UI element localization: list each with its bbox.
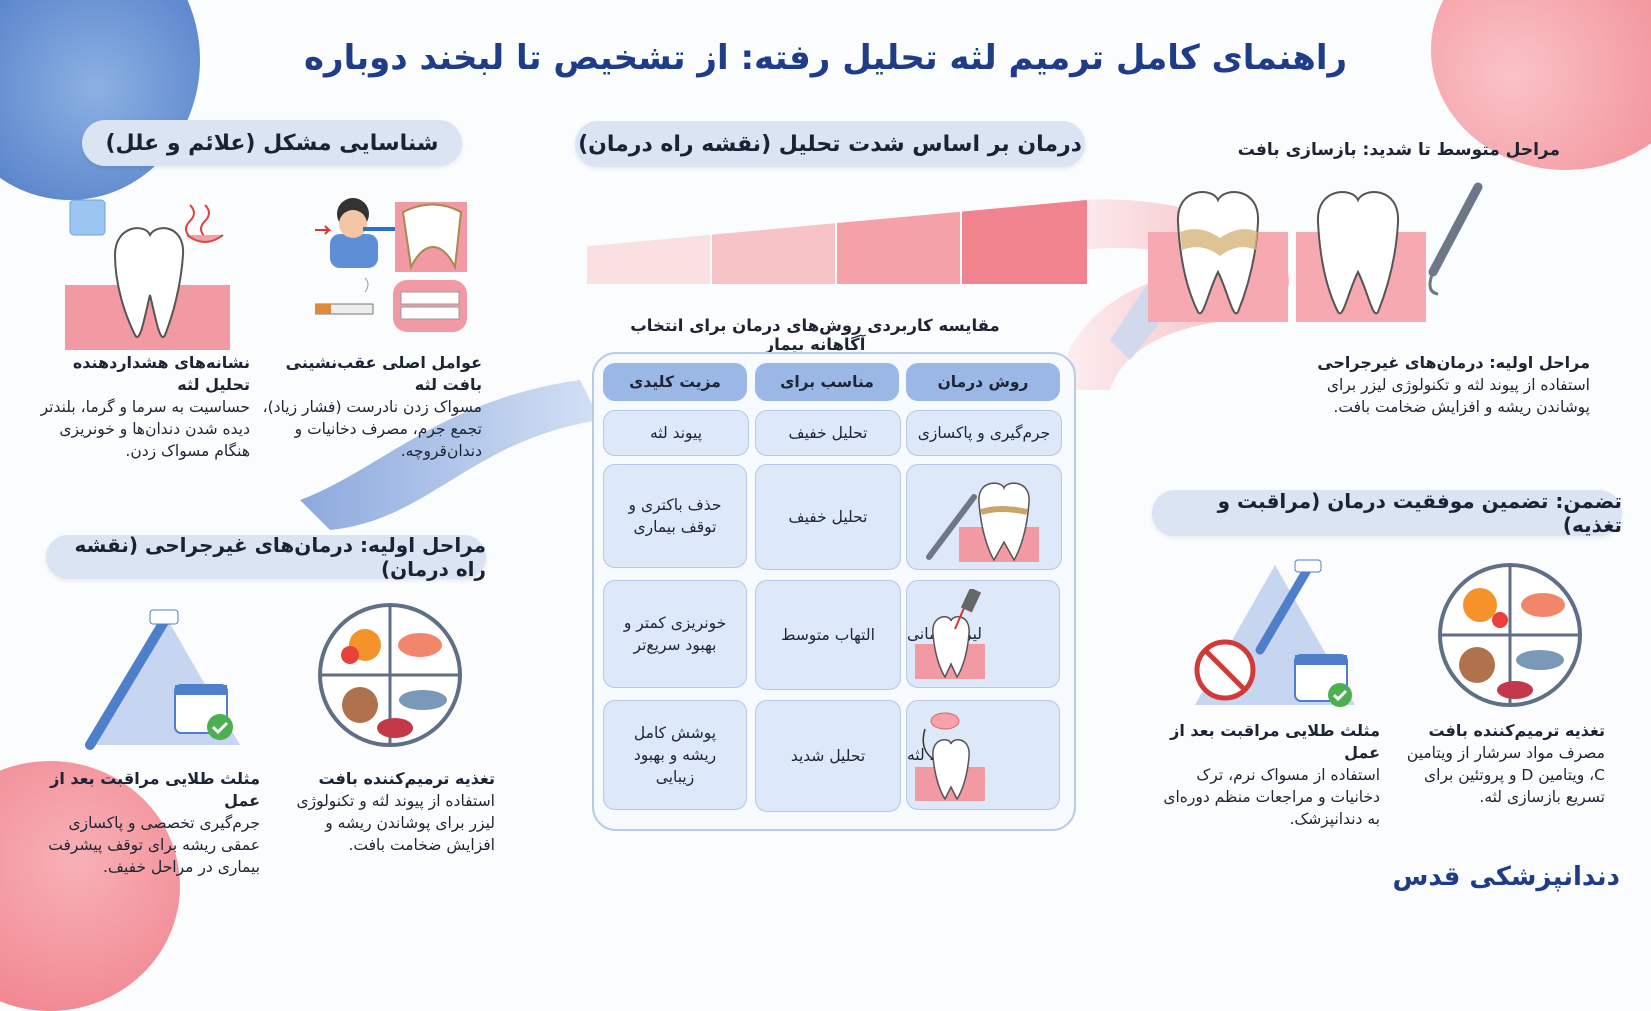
- table-cell-suited: تحلیل خفیف: [755, 410, 901, 456]
- care-triangle-icon: [85, 609, 240, 750]
- laser-tooth-icon: [915, 589, 985, 679]
- table-header-benefit: مزیت کلیدی: [603, 363, 747, 401]
- gum-recession-teeth-icon: [1148, 182, 1483, 322]
- bottom-right-triangle-text: استفاده از مسواک نرم، ترک دخانیات و مراج…: [1163, 766, 1380, 828]
- bottom-left-triangle-title: مثلث طلایی مراقبت بعد از عمل: [50, 769, 260, 810]
- bottom-left-nutrition-block: تغذیه ترمیم‌کننده بافت استفاده از پیوند …: [290, 768, 495, 856]
- nutrition-plate-icon: [1438, 563, 1582, 707]
- warning-signs-text: حساسیت به سرما و گرما، بلندتر دیده شدن د…: [40, 398, 250, 460]
- table-cell-suited: تحلیل شدید: [755, 700, 901, 812]
- table-caption: مقایسه کاربردی روش‌های درمان برای انتخاب…: [630, 316, 1000, 354]
- causes-block: عوامل اصلی عقب‌نشینی بافت لثه مسواک زدن …: [262, 352, 482, 462]
- warning-signs-title: نشانه‌های هشداردهنده تحلیل لثه: [72, 353, 250, 394]
- bottom-right-nutrition-title: تغذیه ترمیم‌کننده بافت: [1428, 721, 1605, 740]
- bottom-right-nutrition-text: مصرف مواد سرشار از ویتامین C، ویتامین D …: [1406, 744, 1605, 806]
- causes-illustration-icon: [315, 198, 467, 332]
- bottom-right-triangle-title: مثلث طلایی مراقبت بعد از عمل: [1170, 721, 1380, 762]
- bottom-right-nutrition-block: تغذیه ترمیم‌کننده بافت مصرف مواد سرشار ا…: [1405, 720, 1605, 808]
- moderate-stage-title: مراحل متوسط تا شدید: بازسازی بافت: [1237, 140, 1560, 160]
- table-cell-method: [906, 464, 1062, 570]
- scaler-tooth-icon: [926, 482, 1039, 562]
- table-header-suited: مناسب برای: [755, 363, 899, 401]
- table-cell-benefit: حذف باکتری و توقف بیماری: [603, 464, 747, 568]
- bottom-left-nutrition-title: تغذیه ترمیم‌کننده بافت: [318, 769, 495, 788]
- bottom-left-triangle-block: مثلث طلایی مراقبت بعد از عمل جرم‌گیری تخ…: [35, 768, 260, 878]
- bottom-right-triangle-block: مثلث طلایی مراقبت بعد از عمل استفاده از …: [1160, 720, 1380, 830]
- section-treatment-severity: درمان بر اساس شدت تحلیل (نقشه راه درمان): [575, 121, 1085, 167]
- causes-text: مسواک زدن نادرست (فشار زیاد)، تجمع جرم، …: [262, 398, 482, 460]
- table-cell-method: جرم‌گیری و پاکسازی: [906, 410, 1062, 456]
- table-cell-suited: تحلیل خفیف: [755, 464, 901, 570]
- causes-title: عوامل اصلی عقب‌نشینی بافت لثه: [285, 353, 482, 394]
- page-title: راهنمای کامل ترمیم لثه تحلیل رفته: از تش…: [303, 38, 1348, 78]
- sensitive-tooth-icon: [65, 199, 230, 350]
- table-cell-method: لیزر درمانی: [906, 580, 1060, 688]
- table-cell-benefit: خونریزی کمتر و بهبود سریع‌تر: [603, 580, 747, 688]
- care-triangle-no-smoking-icon: [1194, 559, 1355, 707]
- warning-signs-block: نشانه‌های هشداردهنده تحلیل لثه حساسیت به…: [35, 352, 250, 462]
- early-stage-title: مراحل اولیه: درمان‌های غیرجراحی: [1317, 353, 1590, 372]
- section-ensure-success: تضمن: تضمین موفقیت درمان (مراقبت و تغذیه…: [1152, 489, 1622, 537]
- bottom-left-triangle-text: جرم‌گیری تخصصی و پاکسازی عمقی ریشه برای …: [48, 814, 260, 876]
- table-cell-benefit: پیوند لثه: [603, 410, 749, 456]
- early-stage-text: استفاده از پیوند لثه و تکنولوژی لیزر برا…: [1326, 376, 1590, 416]
- nutrition-plate-icon: [318, 603, 462, 747]
- early-stage-block: مراحل اولیه: درمان‌های غیرجراحی استفاده …: [1290, 352, 1590, 418]
- section-early-nonsurgical: مراحل اولیه: درمان‌های غیرجراحی (نقشه را…: [46, 533, 486, 581]
- table-header-method: روش درمان: [906, 363, 1060, 401]
- bottom-left-nutrition-text: استفاده از پیوند لثه و تکنولوژی لیزر برا…: [296, 792, 495, 854]
- graft-tooth-icon: [915, 712, 985, 801]
- table-cell-suited: التهاب متوسط: [755, 580, 901, 690]
- table-cell-method: پیوند لثه: [906, 700, 1060, 810]
- table-cell-benefit: پوشش کامل ریشه و بهبود زیبایی: [603, 700, 747, 810]
- section-identify: شناسایی مشکل (علائم و علل): [82, 120, 462, 166]
- brand-name: دندانپزشکی قدس: [1392, 862, 1620, 892]
